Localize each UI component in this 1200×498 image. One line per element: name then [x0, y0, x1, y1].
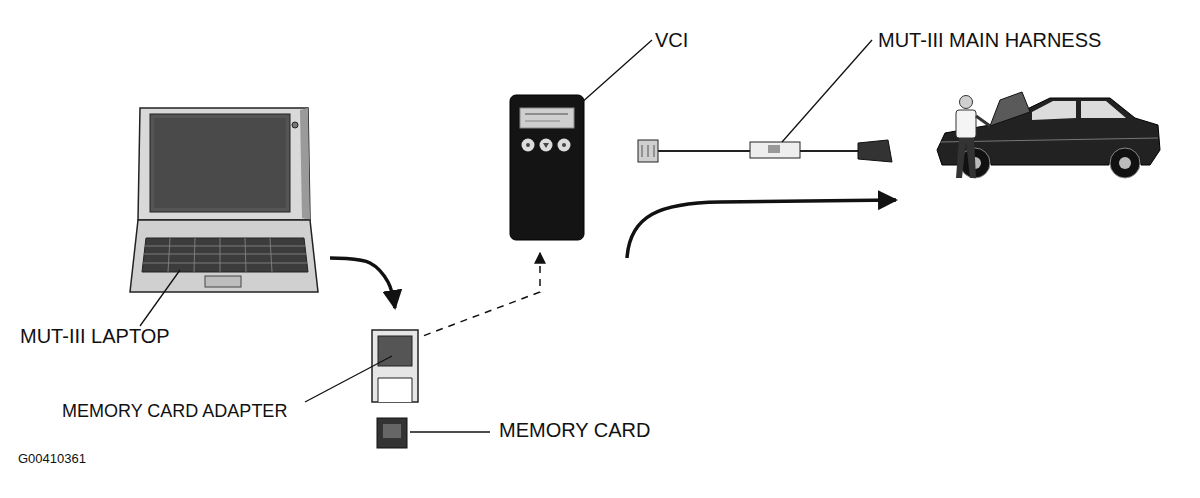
key-col	[245, 238, 246, 272]
flow-arrow	[424, 253, 540, 336]
car-drawing	[937, 92, 1160, 178]
leader-line	[782, 40, 872, 142]
device-node: MUT-III LAPTOP	[130, 108, 318, 294]
laptop-lid-edge	[300, 108, 310, 220]
figure-number: G00410361	[18, 452, 86, 465]
memory-card-drawing	[305, 330, 490, 448]
harness-drawing	[638, 40, 892, 162]
vci-body	[510, 95, 584, 240]
vci-drawing	[510, 40, 652, 240]
key-row	[145, 246, 305, 247]
button-mark	[526, 143, 530, 147]
car-window	[1032, 101, 1076, 120]
laptop-button	[292, 122, 298, 128]
part-label: MUT-III LAPTOP	[20, 326, 170, 346]
device-node: MEMORY CARD	[375, 416, 409, 450]
laptop-keyboard	[142, 238, 308, 272]
laptop-drawing	[130, 108, 318, 326]
key-col	[168, 238, 170, 272]
vci-button	[540, 139, 553, 152]
key-col	[270, 238, 272, 272]
device-node: VCI	[508, 93, 588, 243]
memory-card	[377, 418, 407, 448]
laptop-trackpad	[205, 276, 241, 287]
card-adapter	[372, 330, 418, 402]
connector-pin	[642, 145, 643, 157]
laptop-lid	[138, 108, 310, 220]
vci-button	[558, 139, 571, 152]
harness-connector	[638, 140, 658, 162]
mechanic-torso	[956, 110, 976, 138]
connector-pin	[654, 145, 655, 157]
button-mark	[543, 143, 549, 148]
key-row	[143, 263, 307, 264]
key-col	[220, 238, 221, 272]
key-col	[194, 238, 195, 272]
mechanic-legs	[956, 138, 976, 178]
laptop-screen	[150, 114, 290, 212]
obd-connector	[858, 140, 892, 162]
harness-cable	[658, 150, 750, 152]
wheel-hub	[1119, 157, 1131, 169]
car-hood-open	[990, 92, 1030, 126]
key-row	[144, 254, 306, 255]
module-mark	[768, 145, 780, 153]
mechanic-head	[960, 96, 973, 109]
part-label: VCI	[655, 30, 688, 50]
adapter-slot	[378, 336, 412, 366]
leader-line	[140, 270, 180, 326]
connector-pin	[648, 145, 649, 157]
device-node: MUT-III MAIN HARNESS	[636, 132, 896, 166]
part-label: MUT-III MAIN HARNESS	[878, 30, 1101, 50]
vci-button	[522, 139, 535, 152]
laptop-screen-inner	[154, 118, 286, 208]
harness-module	[750, 142, 800, 158]
flow-arrow	[330, 258, 395, 308]
laptop-base	[130, 220, 318, 292]
leader-line	[410, 431, 490, 432]
leader-line	[580, 40, 652, 104]
car-window	[1081, 101, 1126, 118]
display-marking	[525, 120, 560, 121]
flow-arrow	[627, 200, 896, 258]
display-marking	[525, 113, 568, 115]
vci-display	[520, 108, 574, 128]
car-wheel	[1110, 148, 1140, 178]
device-node: MEMORY CARD ADAPTER	[370, 328, 420, 404]
memory-card-face	[383, 424, 401, 438]
mechanic-arm	[976, 116, 990, 126]
part-label: MEMORY CARD ADAPTER	[62, 402, 287, 420]
keyboard-keys	[143, 238, 307, 272]
part-label: MEMORY CARD	[499, 420, 651, 440]
button-mark	[562, 143, 566, 147]
harness-cable	[800, 150, 858, 152]
leader-line	[305, 356, 392, 402]
adapter-notch	[378, 378, 412, 402]
